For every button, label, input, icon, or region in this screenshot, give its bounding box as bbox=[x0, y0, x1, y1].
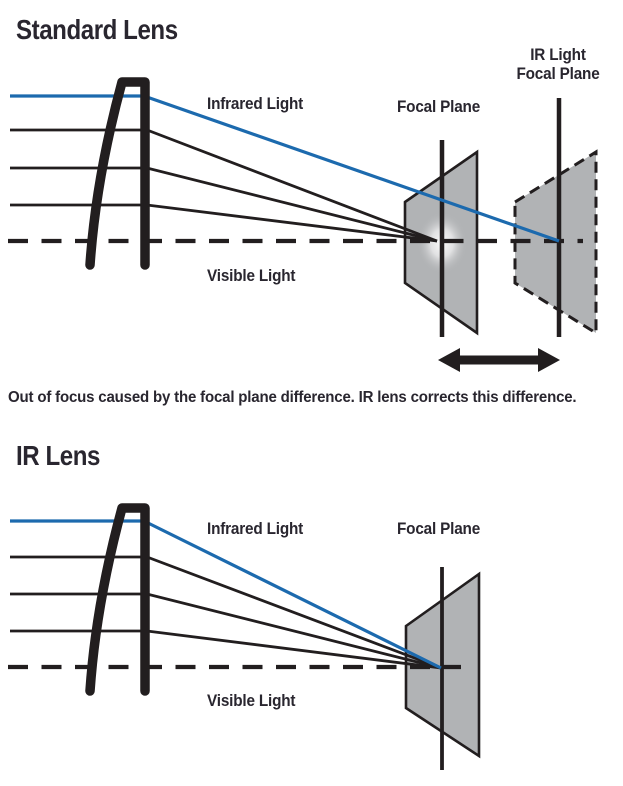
visible-ray-3 bbox=[10, 203, 438, 243]
standard-lens-title: Standard Lens bbox=[16, 14, 178, 45]
standard-lens-diagram bbox=[8, 77, 598, 372]
visible-light-label-top: Visible Light bbox=[207, 266, 296, 285]
visible-light-label-bottom: Visible Light bbox=[207, 691, 296, 710]
ir-lens-title: IR Lens bbox=[16, 440, 100, 471]
focal-shift-arrow bbox=[438, 348, 560, 372]
lens-shape-bottom bbox=[85, 503, 150, 696]
infrared-light-label-bottom: Infrared Light bbox=[207, 519, 304, 538]
lens-shape bbox=[85, 77, 150, 270]
focal-plane-label-bottom: Focal Plane bbox=[397, 519, 481, 538]
infrared-light-label-top: Infrared Light bbox=[207, 94, 304, 113]
ir-focal-plane-label: IR Light Focal Plane bbox=[504, 45, 612, 83]
ir-focal-plane-label-line2: Focal Plane bbox=[516, 64, 600, 83]
ir-lens-diagram bbox=[8, 503, 481, 770]
focal-plane-label-top: Focal Plane bbox=[397, 97, 481, 116]
ir-focal-plane-label-line1: IR Light bbox=[530, 45, 586, 64]
figure-caption: Out of focus caused by the focal plane d… bbox=[8, 389, 577, 406]
